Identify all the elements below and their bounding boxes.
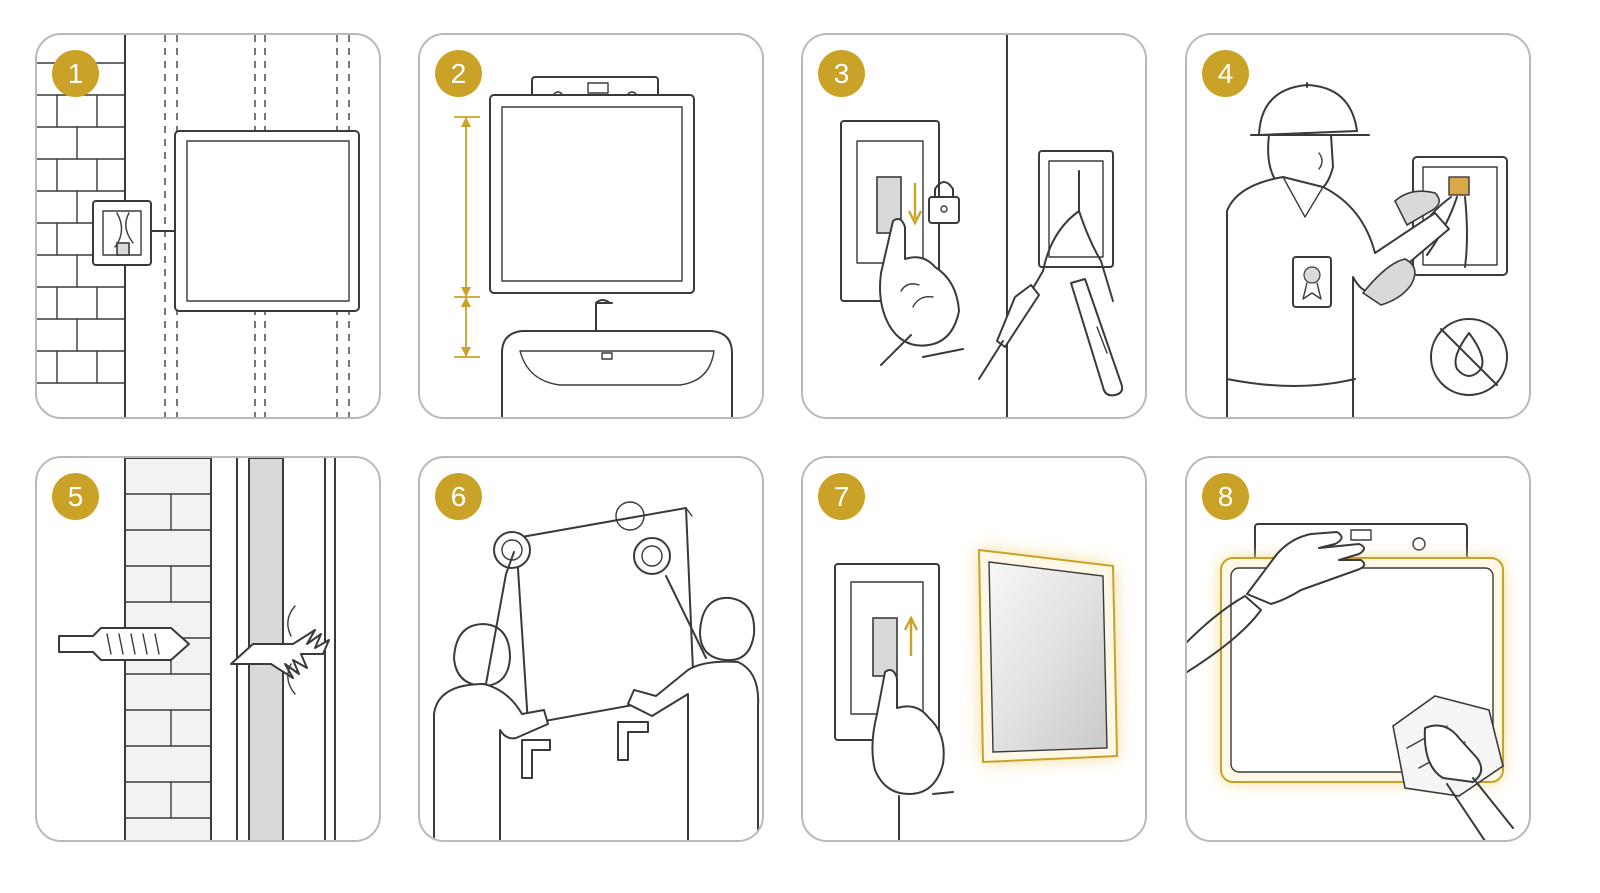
- step-number-badge: 6: [435, 473, 482, 520]
- step-panel-3: 3: [801, 33, 1147, 419]
- step-number-badge: 5: [52, 473, 99, 520]
- step-panel-4: 4: [1185, 33, 1531, 419]
- step-panel-5: 5: [35, 456, 381, 842]
- step-panel-2: 2: [418, 33, 764, 419]
- step-number-badge: 4: [1202, 50, 1249, 97]
- step-number-badge: 8: [1202, 473, 1249, 520]
- step-panel-8: 8: [1185, 456, 1531, 842]
- step-panel-6: 6: [418, 456, 764, 842]
- step-number-badge: 3: [818, 50, 865, 97]
- step-number-badge: 7: [818, 473, 865, 520]
- step-panel-1: 1: [35, 33, 381, 419]
- step-number-badge: 1: [52, 50, 99, 97]
- step-number-badge: 2: [435, 50, 482, 97]
- step-panel-7: 7: [801, 456, 1147, 842]
